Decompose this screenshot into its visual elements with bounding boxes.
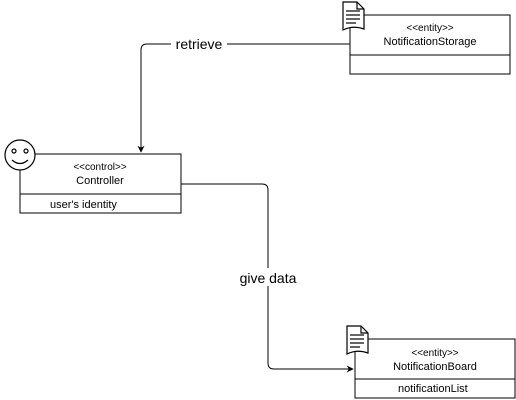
document-icon <box>346 325 369 355</box>
notification-board-box <box>354 338 516 399</box>
notification-storage-box <box>349 14 511 75</box>
controller-name: Controller <box>76 175 124 187</box>
document-icon <box>342 1 365 31</box>
notification-board-name: NotificationBoard <box>393 361 477 373</box>
retrieve-label-bg <box>171 36 227 53</box>
retrieve-label: retrieve <box>176 36 223 52</box>
retrieve-edge[interactable]: retrieve <box>137 36 350 153</box>
notification-storage-class[interactable]: <<entity>> NotificationStorage <box>342 1 511 75</box>
give-data-edge[interactable]: give data <box>181 183 354 373</box>
controller-class[interactable]: <<control>> Controller user's identity <box>4 139 182 214</box>
notification-storage-name: NotificationStorage <box>384 36 477 48</box>
give-data-label: give data <box>240 270 297 286</box>
notification-board-attribute: notificationList <box>398 383 468 395</box>
retrieve-connector[interactable] <box>137 43 350 153</box>
notification-storage-stereotype: <<entity>> <box>406 23 453 34</box>
controller-box <box>19 153 182 214</box>
controller-attribute: user's identity <box>50 199 117 211</box>
notification-board-stereotype: <<entity>> <box>411 348 458 359</box>
controller-stereotype: <<control>> <box>73 162 127 173</box>
give-data-label-bg <box>233 268 303 286</box>
notification-board-class[interactable]: <<entity>> NotificationBoard notificatio… <box>346 325 516 399</box>
smiley-face-icon <box>4 139 36 171</box>
